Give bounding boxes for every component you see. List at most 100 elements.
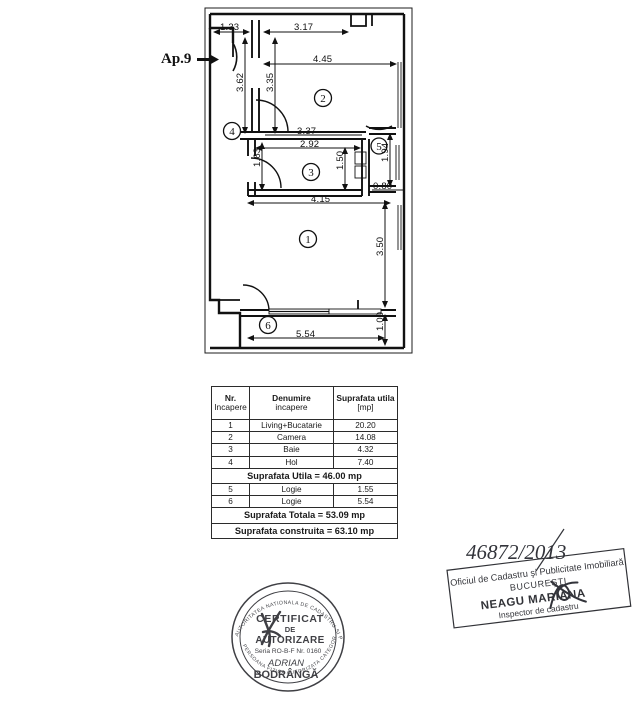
stamp-de: DE bbox=[285, 625, 295, 634]
dim-label-5-54: 5.54 bbox=[296, 329, 315, 340]
header-den-line2: incapere bbox=[275, 402, 308, 412]
cell-name: Baie bbox=[249, 443, 334, 457]
dimension-3-62: 3.62 bbox=[235, 37, 248, 134]
inspector-signature-scrawl bbox=[549, 580, 587, 609]
cell-area: 7.40 bbox=[333, 455, 398, 469]
room-marker-6: 6 bbox=[258, 315, 278, 335]
cadastre-office-stamp: 46872/2013 Oficiul de Cadastru şi Public… bbox=[446, 528, 632, 629]
dim-label-3-50: 3.50 bbox=[375, 237, 386, 256]
table-row: 3 Baie 4.32 bbox=[211, 443, 398, 457]
cell-name: Logie bbox=[249, 483, 334, 497]
cell-area: 14.08 bbox=[333, 431, 398, 445]
stamp-name-first: ADRIAN bbox=[267, 658, 304, 669]
cell-nr: 6 bbox=[211, 495, 250, 509]
dimension-3-37: 3.37 bbox=[265, 126, 362, 137]
table-header-row: Nr. Incapere Denumire incapere Suprafata… bbox=[211, 386, 398, 420]
table-row: 4 Hol 7.40 bbox=[211, 455, 398, 469]
entrance-arrow-icon bbox=[197, 54, 219, 65]
dim-label-4-15: 4.15 bbox=[311, 194, 330, 205]
svg-text:PERSOANA FIZICA AUTORIZATA C: PERSOANA FIZICA AUTORIZATA CATEGORIA B bbox=[222, 572, 338, 676]
authorization-stamp: AUTORITATEA NATIONALA DE CADASTRU SI PUB… bbox=[222, 572, 345, 692]
cell-nr: 1 bbox=[211, 418, 250, 433]
dimension-1-33: 1.33 bbox=[213, 22, 250, 35]
entrance-door bbox=[232, 42, 238, 72]
dimension-1-94: 1.94 bbox=[380, 133, 393, 187]
stamp-autorizare: AUTORIZARE bbox=[255, 635, 324, 646]
handwritten-registration-number: 46872/2013 bbox=[466, 528, 566, 572]
total-totala: Suprafata Totala = 53.09 mp bbox=[211, 507, 398, 524]
header-sup-line2: [mp] bbox=[357, 402, 374, 412]
dim-label-1-33: 1.33 bbox=[220, 22, 239, 33]
room-marker-4: 4 bbox=[222, 121, 242, 141]
room-marker-3: 3 bbox=[301, 162, 321, 182]
office-line-2: BUCUREŞTI bbox=[509, 576, 567, 593]
header-suprafata-utila: Suprafata utila [mp] bbox=[333, 386, 398, 420]
table-row-subtotal-utila: Suprafata Utila = 46.00 mp bbox=[211, 467, 398, 485]
door-swing-arcs bbox=[242, 99, 393, 312]
room-number-1: 1 bbox=[305, 234, 311, 246]
dimension-1-63: 1.63 bbox=[252, 142, 265, 191]
table-row: 1 Living+Bucatarie 20.20 bbox=[211, 418, 398, 433]
stamp-name-last: BODRÂNGĂ bbox=[254, 668, 319, 681]
dim-label-1-00: 1.00 bbox=[375, 312, 386, 331]
table-row-total-construita: Suprafata construita = 63.10 mp bbox=[211, 522, 398, 540]
dim-label-3-62: 3.62 bbox=[235, 73, 246, 92]
cell-area: 20.20 bbox=[333, 418, 398, 433]
room-marker-2: 2 bbox=[313, 88, 333, 108]
header-sup-line1: Suprafata utila bbox=[336, 392, 395, 403]
dimension-1-00: 1.00 bbox=[375, 312, 388, 346]
cell-area: 1.55 bbox=[333, 483, 398, 497]
header-nr-incapere: Nr. Incapere bbox=[211, 386, 250, 420]
wall-niches bbox=[219, 14, 373, 311]
cell-name: Logie bbox=[249, 495, 334, 509]
dim-label-3-37: 3.37 bbox=[297, 126, 316, 137]
cell-nr: 2 bbox=[211, 431, 250, 445]
cell-nr: 4 bbox=[211, 455, 250, 469]
room-number-2: 2 bbox=[320, 93, 326, 105]
dim-label-3-17: 3.17 bbox=[294, 22, 313, 33]
subtotal-utila: Suprafata Utila = 46.00 mp bbox=[211, 467, 398, 485]
room-number-3: 3 bbox=[308, 167, 314, 179]
dimension-3-50: 3.50 bbox=[375, 202, 388, 308]
room-marker-5: 5 bbox=[370, 137, 388, 155]
cell-area: 5.54 bbox=[333, 495, 398, 509]
room-marker-1: 1 bbox=[298, 229, 318, 249]
dimension-3-17: 3.17 bbox=[263, 22, 349, 35]
dimension-5-54: 5.54 bbox=[247, 329, 385, 341]
header-den-line1: Denumire bbox=[272, 392, 311, 403]
cell-nr: 3 bbox=[211, 443, 250, 457]
dim-label-1-63: 1.63 bbox=[252, 148, 263, 167]
outer-boundary bbox=[204, 7, 413, 354]
room-number-6: 6 bbox=[265, 320, 271, 332]
stamp-arc-bottom-text: PERSOANA FIZICA AUTORIZATA CATEGORIA B bbox=[222, 572, 338, 676]
structural-walls bbox=[208, 12, 406, 350]
office-line-1: Oficiul de Cadastru şi Publicitate Imobi… bbox=[450, 557, 625, 588]
dimension-3-35: 3.35 bbox=[265, 37, 278, 134]
room-schedule-table: Nr. Incapere Denumire incapere Suprafata… bbox=[211, 386, 398, 540]
stamp-arc-top-text: AUTORITATEA NATIONALA DE CADASTRU SI PUB… bbox=[222, 572, 343, 641]
dimension-2-92: 2.92 bbox=[255, 139, 361, 151]
dim-label-1-94: 1.94 bbox=[380, 143, 391, 162]
dim-label-4-45: 4.45 bbox=[313, 54, 332, 65]
header-nr-line2: Incapere bbox=[214, 402, 247, 412]
svg-text:AUTORITATEA NATIONALA DE CADAS: AUTORITATEA NATIONALA DE CADASTRU SI PUB… bbox=[222, 572, 343, 641]
table-row: 5 Logie 1.55 bbox=[211, 483, 398, 497]
header-nr-line1: Nr. bbox=[224, 392, 237, 403]
cell-name: Camera bbox=[249, 431, 334, 445]
inspector-name: NEAGU MARIANA bbox=[480, 588, 586, 613]
sliding-door-symbol bbox=[268, 308, 382, 315]
stamp-signature-scrawl bbox=[260, 610, 282, 648]
table-row: 6 Logie 5.54 bbox=[211, 495, 398, 509]
floor-plan: 1.33 3.17 4.45 3.62 3.35 bbox=[161, 7, 413, 354]
floor-plan-drawing: 1.33 3.17 4.45 3.62 3.35 bbox=[161, 7, 413, 354]
registration-number-text: 46872/2013 bbox=[466, 540, 566, 564]
apartment-label: Ap.9 bbox=[161, 51, 191, 67]
dimension-1-50: 1.50 bbox=[335, 147, 348, 191]
dim-label-0-80: 0.80 bbox=[373, 181, 392, 192]
stamp-seria: Seria RO-B-F Nr. 0160 bbox=[255, 648, 322, 655]
dim-label-2-92: 2.92 bbox=[300, 139, 319, 150]
header-denumire-incapere: Denumire incapere bbox=[249, 386, 334, 420]
table-row: 2 Camera 14.08 bbox=[211, 431, 398, 445]
apartment-label-group: Ap.9 bbox=[161, 51, 219, 67]
